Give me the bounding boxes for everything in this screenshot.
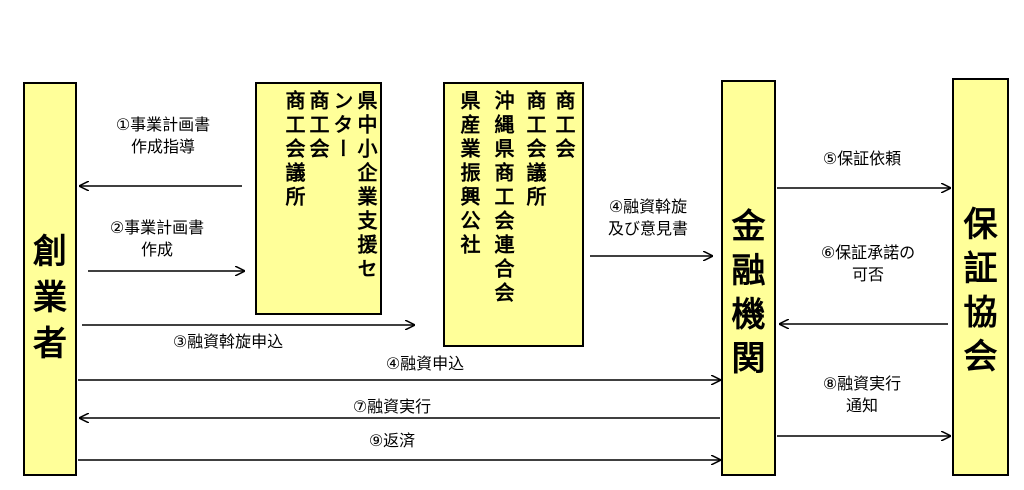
label-step6-line1: ⑥保証承諾の bbox=[820, 243, 916, 262]
support-center-col-3: 商工会 bbox=[306, 90, 330, 162]
label-step8: ⑧融資実行 通知 bbox=[823, 373, 901, 417]
label-step9: ⑨返済 bbox=[368, 431, 416, 450]
guarantee-char-1: 保 bbox=[963, 205, 998, 245]
label-step4a-line1: ④融資斡旋 bbox=[608, 197, 688, 216]
label-step8-line1: ⑧融資実行 bbox=[822, 374, 902, 393]
label-step6: ⑥保証承諾の 可否 bbox=[821, 242, 915, 286]
label-step8-line2: 通知 bbox=[845, 396, 879, 415]
label-step3: ③融資斡旋申込 bbox=[172, 332, 284, 351]
bank-char-3: 機 bbox=[731, 295, 766, 335]
bank-char-1: 金 bbox=[731, 207, 766, 247]
founder-box: 創 業 者 bbox=[23, 82, 77, 476]
founder-char-2: 業 bbox=[33, 278, 67, 318]
support-center-col-4: 商工会議所 bbox=[282, 90, 306, 210]
label-step4a: ④融資斡旋 及び意見書 bbox=[608, 196, 688, 240]
support-center-col-1: 県中小企業支援セ bbox=[354, 90, 378, 282]
guarantee-char-4: 会 bbox=[963, 337, 998, 377]
label-step6-line2: 可否 bbox=[851, 265, 885, 284]
label-step1-line2: 作成指導 bbox=[130, 137, 196, 156]
bank-char-4: 関 bbox=[731, 339, 766, 379]
label-step2-line1: ②事業計画書 bbox=[109, 218, 205, 237]
founder-char-3: 者 bbox=[33, 324, 67, 364]
chamber-col-1: 商工会 bbox=[552, 90, 576, 162]
label-step2-line2: 作成 bbox=[140, 240, 174, 259]
label-step1: ①事業計画書 作成指導 bbox=[116, 114, 210, 158]
bank-char-2: 融 bbox=[731, 251, 766, 291]
label-step2: ②事業計画書 作成 bbox=[110, 217, 204, 261]
label-step4a-line2: 及び意見書 bbox=[607, 219, 689, 238]
support-center-box: 県中小企業支援セ ンター 商工会 商工会議所 bbox=[255, 82, 382, 315]
label-step7: ⑦融資実行 bbox=[352, 397, 432, 416]
label-step4b: ④融資申込 bbox=[385, 354, 465, 373]
guarantee-char-2: 証 bbox=[963, 249, 998, 289]
chamber-col-3: 沖縄県商工会連合会 bbox=[491, 90, 515, 306]
chamber-col-4: 県産業振興公社 bbox=[457, 90, 481, 258]
bank-box: 金 融 機 関 bbox=[721, 80, 776, 476]
label-step5: ⑤保証依頼 bbox=[822, 149, 902, 168]
founder-char-1: 創 bbox=[33, 232, 67, 272]
guarantee-char-3: 協 bbox=[963, 293, 998, 333]
support-center-col-2: ンター bbox=[330, 90, 354, 162]
label-step1-line1: ①事業計画書 bbox=[115, 115, 211, 134]
chamber-col-2: 商工会議所 bbox=[523, 90, 547, 210]
chamber-box: 商工会 商工会議所 沖縄県商工会連合会 県産業振興公社 bbox=[443, 82, 584, 347]
guarantee-box: 保 証 協 会 bbox=[952, 78, 1009, 476]
